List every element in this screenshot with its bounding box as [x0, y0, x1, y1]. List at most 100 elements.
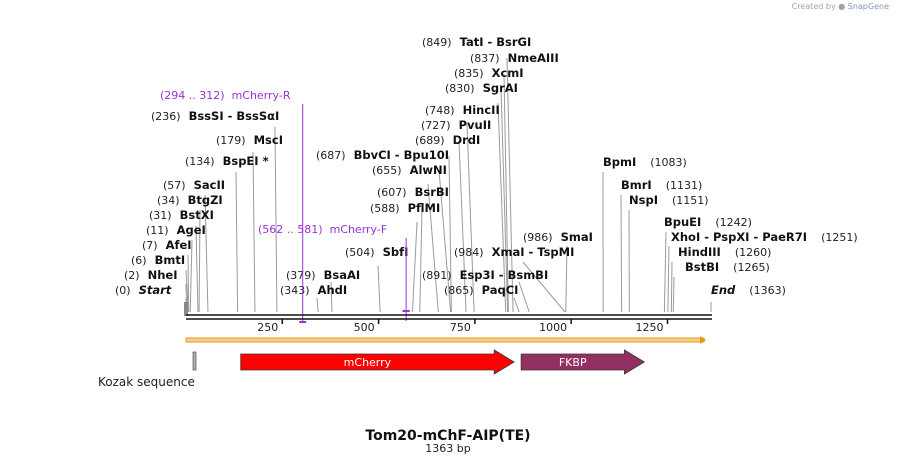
feature-kozak[interactable]: Kozak sequence — [98, 351, 197, 389]
enzyme-position: (179) — [216, 134, 246, 147]
enzyme-label[interactable]: (865)PaqCI — [444, 283, 518, 297]
enzyme-site[interactable]: (0)Start — [115, 283, 187, 312]
enzyme-site[interactable]: (835)XcmI — [454, 66, 524, 313]
enzyme-site[interactable]: (134)BspEI * — [185, 154, 269, 313]
enzyme-position: (2) — [124, 269, 140, 282]
enzyme-leader-line — [198, 209, 201, 313]
enzyme-site[interactable]: (830)SgrAI — [445, 81, 518, 313]
enzyme-site[interactable]: (984)XmaI - TspMI — [454, 245, 574, 313]
enzyme-site[interactable]: XhoI - PspXI - PaeR7I(1251) — [667, 230, 858, 313]
enzyme-label[interactable]: (6)BmtI — [131, 253, 185, 267]
enzyme-position: (6) — [131, 254, 147, 267]
enzyme-site[interactable]: (6)BmtI — [131, 253, 189, 313]
enzyme-position: (34) — [157, 194, 180, 207]
enzyme-name: XcmI — [492, 66, 524, 80]
enzyme-site[interactable]: (607)BsrBI — [377, 185, 449, 313]
enzyme-label[interactable]: (343)AhdI — [280, 283, 347, 297]
enzyme-site[interactable]: (865)PaqCI — [444, 283, 520, 313]
enzyme-site[interactable]: BmrI(1131) — [620, 178, 702, 313]
enzyme-label[interactable]: HindIII(1260) — [678, 245, 771, 259]
enzyme-name: PvuII — [459, 118, 492, 132]
enzyme-leader-line — [620, 194, 623, 313]
feature-fkbp[interactable]: FKBP — [520, 349, 646, 375]
enzyme-label[interactable]: BstBI(1265) — [685, 260, 770, 274]
enzyme-label[interactable]: (379)BsaAI — [286, 268, 360, 282]
enzyme-site[interactable]: (379)BsaAI — [286, 268, 360, 313]
enzyme-site[interactable]: HindIII(1260) — [670, 245, 771, 313]
enzyme-label[interactable]: (607)BsrBI — [377, 185, 449, 199]
enzyme-site[interactable]: (57)SacII — [163, 178, 225, 313]
enzyme-label[interactable]: (727)PvuII — [421, 118, 491, 132]
enzyme-site[interactable]: (687)BbvCI - Bpu10I — [316, 148, 452, 313]
enzyme-site[interactable]: (837)NmeAIII — [470, 51, 559, 313]
enzyme-site[interactable]: (34)BtgZI — [157, 193, 223, 313]
primer-label[interactable]: (562 .. 581)mCherry-F — [258, 223, 387, 236]
enzyme-label[interactable]: XhoI - PspXI - PaeR7I(1251) — [671, 230, 858, 244]
enzyme-label[interactable]: (687)BbvCI - Bpu10I — [316, 148, 449, 162]
enzyme-label[interactable]: (891)Esp3I - BsmBI — [422, 268, 548, 282]
enzyme-label[interactable]: End(1363) — [711, 283, 786, 297]
enzyme-label[interactable]: (689)DrdI — [415, 133, 480, 147]
enzyme-label[interactable]: BpmI(1083) — [603, 155, 687, 169]
enzyme-site[interactable]: BpuEI(1242) — [663, 215, 752, 313]
enzyme-name: BstBI — [685, 260, 719, 274]
enzyme-label[interactable]: (236)BssSI - BssSαI — [151, 109, 279, 123]
enzyme-label[interactable]: (504)SbfI — [345, 245, 408, 259]
enzyme-leader-line — [458, 140, 467, 313]
primer-label[interactable]: (294 .. 312)mCherry-R — [160, 89, 291, 102]
enzyme-label[interactable]: (830)SgrAI — [445, 81, 518, 95]
enzyme-label[interactable]: (134)BspEI * — [185, 154, 269, 168]
enzyme-position: (891) — [422, 269, 452, 282]
enzyme-site[interactable]: (31)BstXI — [149, 208, 214, 313]
enzyme-site[interactable]: (986)SmaI — [523, 230, 593, 313]
enzyme-site[interactable]: (727)PvuII — [421, 118, 491, 313]
enzyme-site[interactable]: (588)PflMI — [370, 201, 440, 313]
enzyme-label[interactable]: (57)SacII — [163, 178, 225, 192]
enzyme-label[interactable]: (984)XmaI - TspMI — [454, 245, 574, 259]
enzyme-site[interactable]: (504)SbfI — [345, 245, 408, 313]
feature-mcherry[interactable]: mCherry — [240, 349, 515, 375]
enzyme-label[interactable]: BmrI(1131) — [621, 178, 702, 192]
primer-site[interactable]: (294 .. 312)mCherry-R — [160, 89, 307, 323]
enzyme-label[interactable]: (849)TatI - BsrGI — [422, 35, 531, 49]
enzyme-site[interactable]: (849)TatI - BsrGI — [422, 35, 531, 313]
enzyme-site[interactable]: (236)BssSI - BssSαI — [151, 109, 279, 313]
enzyme-label[interactable]: (835)XcmI — [454, 66, 524, 80]
enzyme-site[interactable]: (891)Esp3I - BsmBI — [422, 268, 548, 313]
enzyme-site[interactable]: (655)AlwNI — [372, 163, 447, 313]
orf-bar[interactable] — [185, 337, 705, 343]
enzyme-site[interactable]: End(1363) — [710, 283, 786, 312]
enzyme-label[interactable]: (986)SmaI — [523, 230, 593, 244]
enzyme-site[interactable]: BpmI(1083) — [602, 155, 687, 313]
enzyme-name: BsrBI — [415, 185, 449, 199]
enzyme-site[interactable]: (179)MscI — [216, 133, 283, 313]
enzyme-label[interactable]: (179)MscI — [216, 133, 283, 147]
enzyme-site[interactable]: NspI(1151) — [628, 193, 709, 313]
enzyme-label[interactable]: (7)AfeI — [142, 238, 192, 252]
enzyme-position: (830) — [445, 82, 475, 95]
kozak-label: Kozak sequence — [98, 375, 195, 389]
enzyme-site[interactable]: (343)AhdI — [280, 283, 347, 313]
enzyme-label[interactable]: (0)Start — [115, 283, 172, 297]
enzyme-label[interactable]: (31)BstXI — [149, 208, 214, 222]
enzyme-position: (849) — [422, 36, 452, 49]
enzyme-label[interactable]: (2) NheI — [124, 268, 177, 282]
enzyme-label[interactable]: (748)HincII — [425, 103, 500, 117]
enzyme-name: NheI — [148, 268, 178, 282]
enzyme-label[interactable]: (11)AgeI — [146, 223, 206, 237]
enzyme-site[interactable]: (11)AgeI — [146, 223, 206, 313]
enzyme-site[interactable]: BstBI(1265) — [672, 260, 770, 313]
enzyme-label[interactable]: NspI(1151) — [629, 193, 709, 207]
scale-tick-label: 1000 — [539, 321, 567, 334]
enzyme-site[interactable]: (7)AfeI — [142, 238, 192, 313]
orf-arrow-head — [700, 336, 706, 344]
enzyme-name: XhoI - PspXI - PaeR7I — [671, 230, 807, 244]
enzyme-label[interactable]: (34)BtgZI — [157, 193, 223, 207]
enzyme-label[interactable]: (655)AlwNI — [372, 163, 447, 177]
enzyme-label[interactable]: (588)PflMI — [370, 201, 440, 215]
primer-site[interactable]: (562 .. 581)mCherry-F — [258, 223, 410, 321]
enzyme-label[interactable]: (837)NmeAIII — [470, 51, 559, 65]
enzyme-site[interactable]: (748)HincII — [425, 103, 500, 313]
enzyme-site[interactable]: (689)DrdI — [415, 133, 480, 313]
enzyme-label[interactable]: BpuEI(1242) — [664, 215, 752, 229]
